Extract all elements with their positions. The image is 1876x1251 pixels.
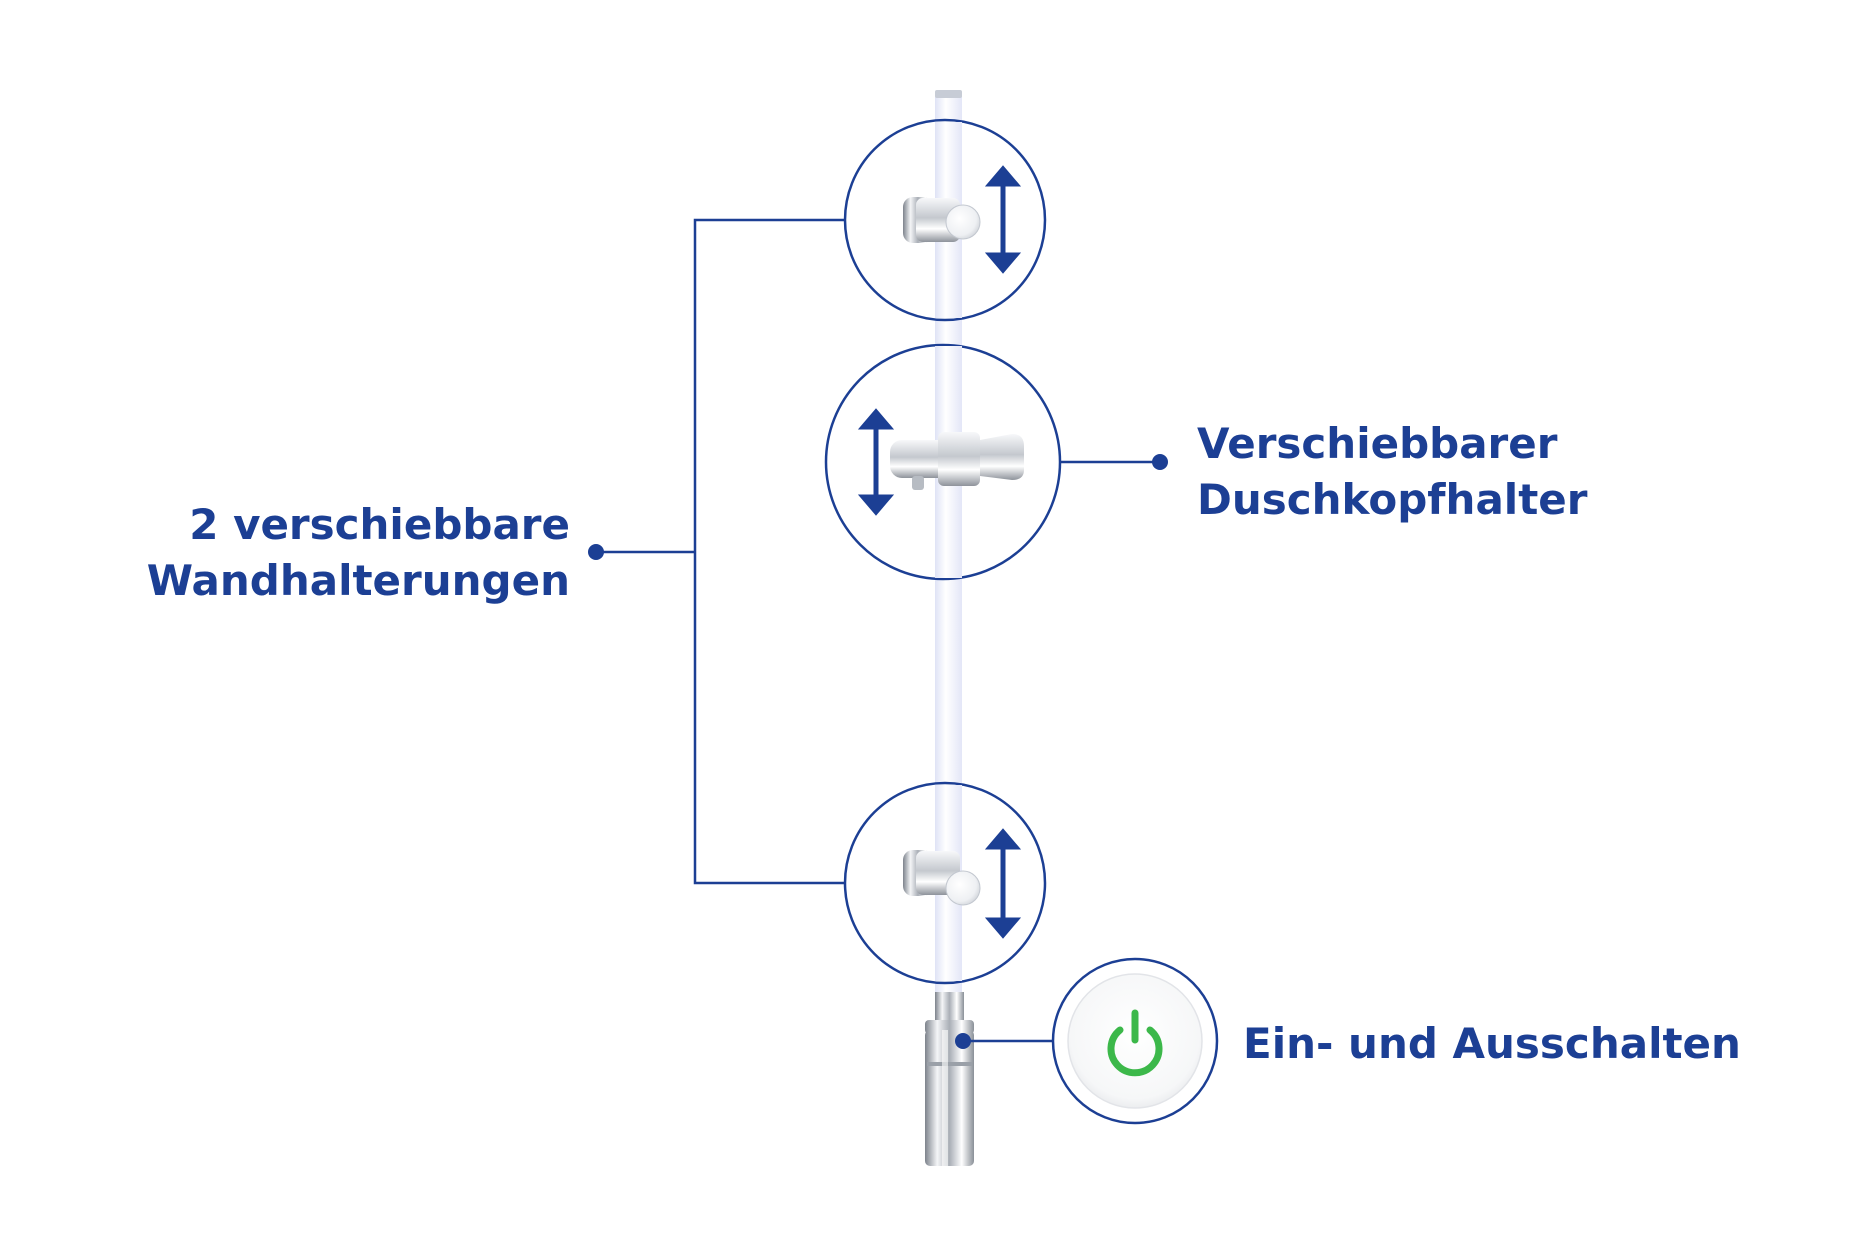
wall-mount-top	[843, 118, 1047, 322]
on-off-label: Ein- und Ausschalten	[1243, 1016, 1741, 1072]
shower-head-holder-label: Verschiebbarer Duschkopfhalter	[1197, 416, 1587, 528]
double-arrow-icon	[984, 165, 1022, 274]
wall-mount-bracket-line	[596, 218, 845, 885]
shower-head-holder	[824, 343, 1062, 581]
double-arrow-icon	[857, 408, 895, 516]
wall-mounts-label-line1: 2 verschiebbare	[189, 500, 570, 549]
on-off-label-text: Ein- und Ausschalten	[1243, 1019, 1741, 1068]
wall-mount-pointer-dot	[588, 544, 604, 560]
power-button	[1051, 957, 1219, 1125]
shower-head-holder-label-line1: Verschiebbarer	[1197, 419, 1558, 468]
chrome-base	[925, 992, 974, 1166]
shower-head-holder-label-line2: Duschkopfhalter	[1197, 475, 1588, 524]
double-arrow-icon	[984, 828, 1022, 939]
power-icon	[1107, 1009, 1163, 1077]
wall-mount-bottom	[843, 781, 1047, 985]
holder-pointer-dot	[1152, 454, 1168, 470]
wall-mounts-label-line2: Wandhalterungen	[146, 556, 570, 605]
wall-mounts-label: 2 verschiebbare Wandhalterungen	[60, 497, 570, 609]
